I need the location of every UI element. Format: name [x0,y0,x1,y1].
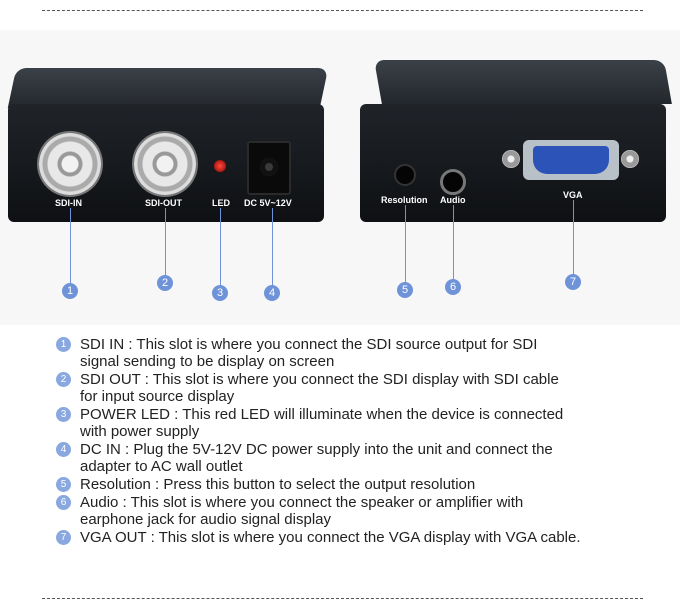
audio-jack [440,169,466,195]
sdi-out-label: SDI-OUT [145,198,182,208]
number-badge: 4 [56,442,71,457]
number-badge: 5 [56,477,71,492]
power-led [214,160,226,172]
number-badge: 3 [56,407,71,422]
callout-4: 4 [264,285,280,301]
number-badge: 1 [56,337,71,352]
description-item-dc-in: 4 DC IN : Plug the 5V-12V DC power suppl… [56,441,666,475]
sdi-out-connector [134,133,196,195]
description-item-resolution: 5 Resolution : Press this button to sele… [56,476,666,493]
description-item-audio: 6 Audio : This slot is where you connect… [56,494,666,528]
converter-front-top-shell [7,68,329,108]
vga-screw-right [621,150,639,168]
description-text: with power supply [80,423,200,440]
callout-line-5 [405,205,406,282]
port-description-list: 1 SDI IN : This slot is where you connec… [56,336,666,547]
callout-line-7 [573,200,574,275]
number-badge: 7 [56,530,71,545]
sdi-in-connector [39,133,101,195]
description-text: SDI IN : This slot is where you connect … [80,336,538,353]
description-text: Audio : This slot is where you connect t… [80,494,524,511]
dc-in-jack [247,141,291,195]
vga-connector [523,140,619,180]
description-text: Resolution : Press this button to select… [80,476,476,493]
dc-label: DC 5V~12V [244,198,292,208]
callout-3: 3 [212,285,228,301]
led-label: LED [212,198,230,208]
description-text: adapter to AC wall outlet [80,458,243,475]
callout-1: 1 [62,283,78,299]
callout-line-3 [220,208,221,285]
sdi-in-label: SDI-IN [55,198,82,208]
callout-line-1 [70,208,71,284]
callout-line-6 [453,205,454,280]
top-divider [42,10,643,11]
resolution-button [394,164,416,186]
vga-screw-left [502,150,520,168]
description-text: SDI OUT : This slot is where you connect… [80,371,559,388]
description-text: earphone jack for audio signal display [80,511,331,528]
resolution-label: Resolution [381,195,428,205]
callout-5: 5 [397,282,413,298]
description-item-sdi-in: 1 SDI IN : This slot is where you connec… [56,336,666,370]
description-text: for input source display [80,388,235,405]
vga-port [533,146,609,174]
description-item-vga-out: 7 VGA OUT : This slot is where you conne… [56,529,666,546]
number-badge: 6 [56,495,71,510]
callout-7: 7 [565,274,581,290]
vga-label: VGA [563,190,583,200]
callout-6: 6 [445,279,461,295]
audio-label: Audio [440,195,466,205]
description-item-power-led: 3 POWER LED : This red LED will illumina… [56,406,666,440]
callout-line-4 [272,208,273,286]
description-text: VGA OUT : This slot is where you connect… [80,529,581,546]
number-badge: 2 [56,372,71,387]
callout-2: 2 [157,275,173,291]
bottom-divider [42,598,643,599]
description-item-sdi-out: 2 SDI OUT : This slot is where you conne… [56,371,666,405]
description-text: DC IN : Plug the 5V-12V DC power supply … [80,441,553,458]
description-text: POWER LED : This red LED will illuminate… [80,406,564,423]
description-text: signal sending to be display on screen [80,353,335,370]
callout-line-2 [165,208,166,276]
converter-back-top-shell [374,60,672,104]
